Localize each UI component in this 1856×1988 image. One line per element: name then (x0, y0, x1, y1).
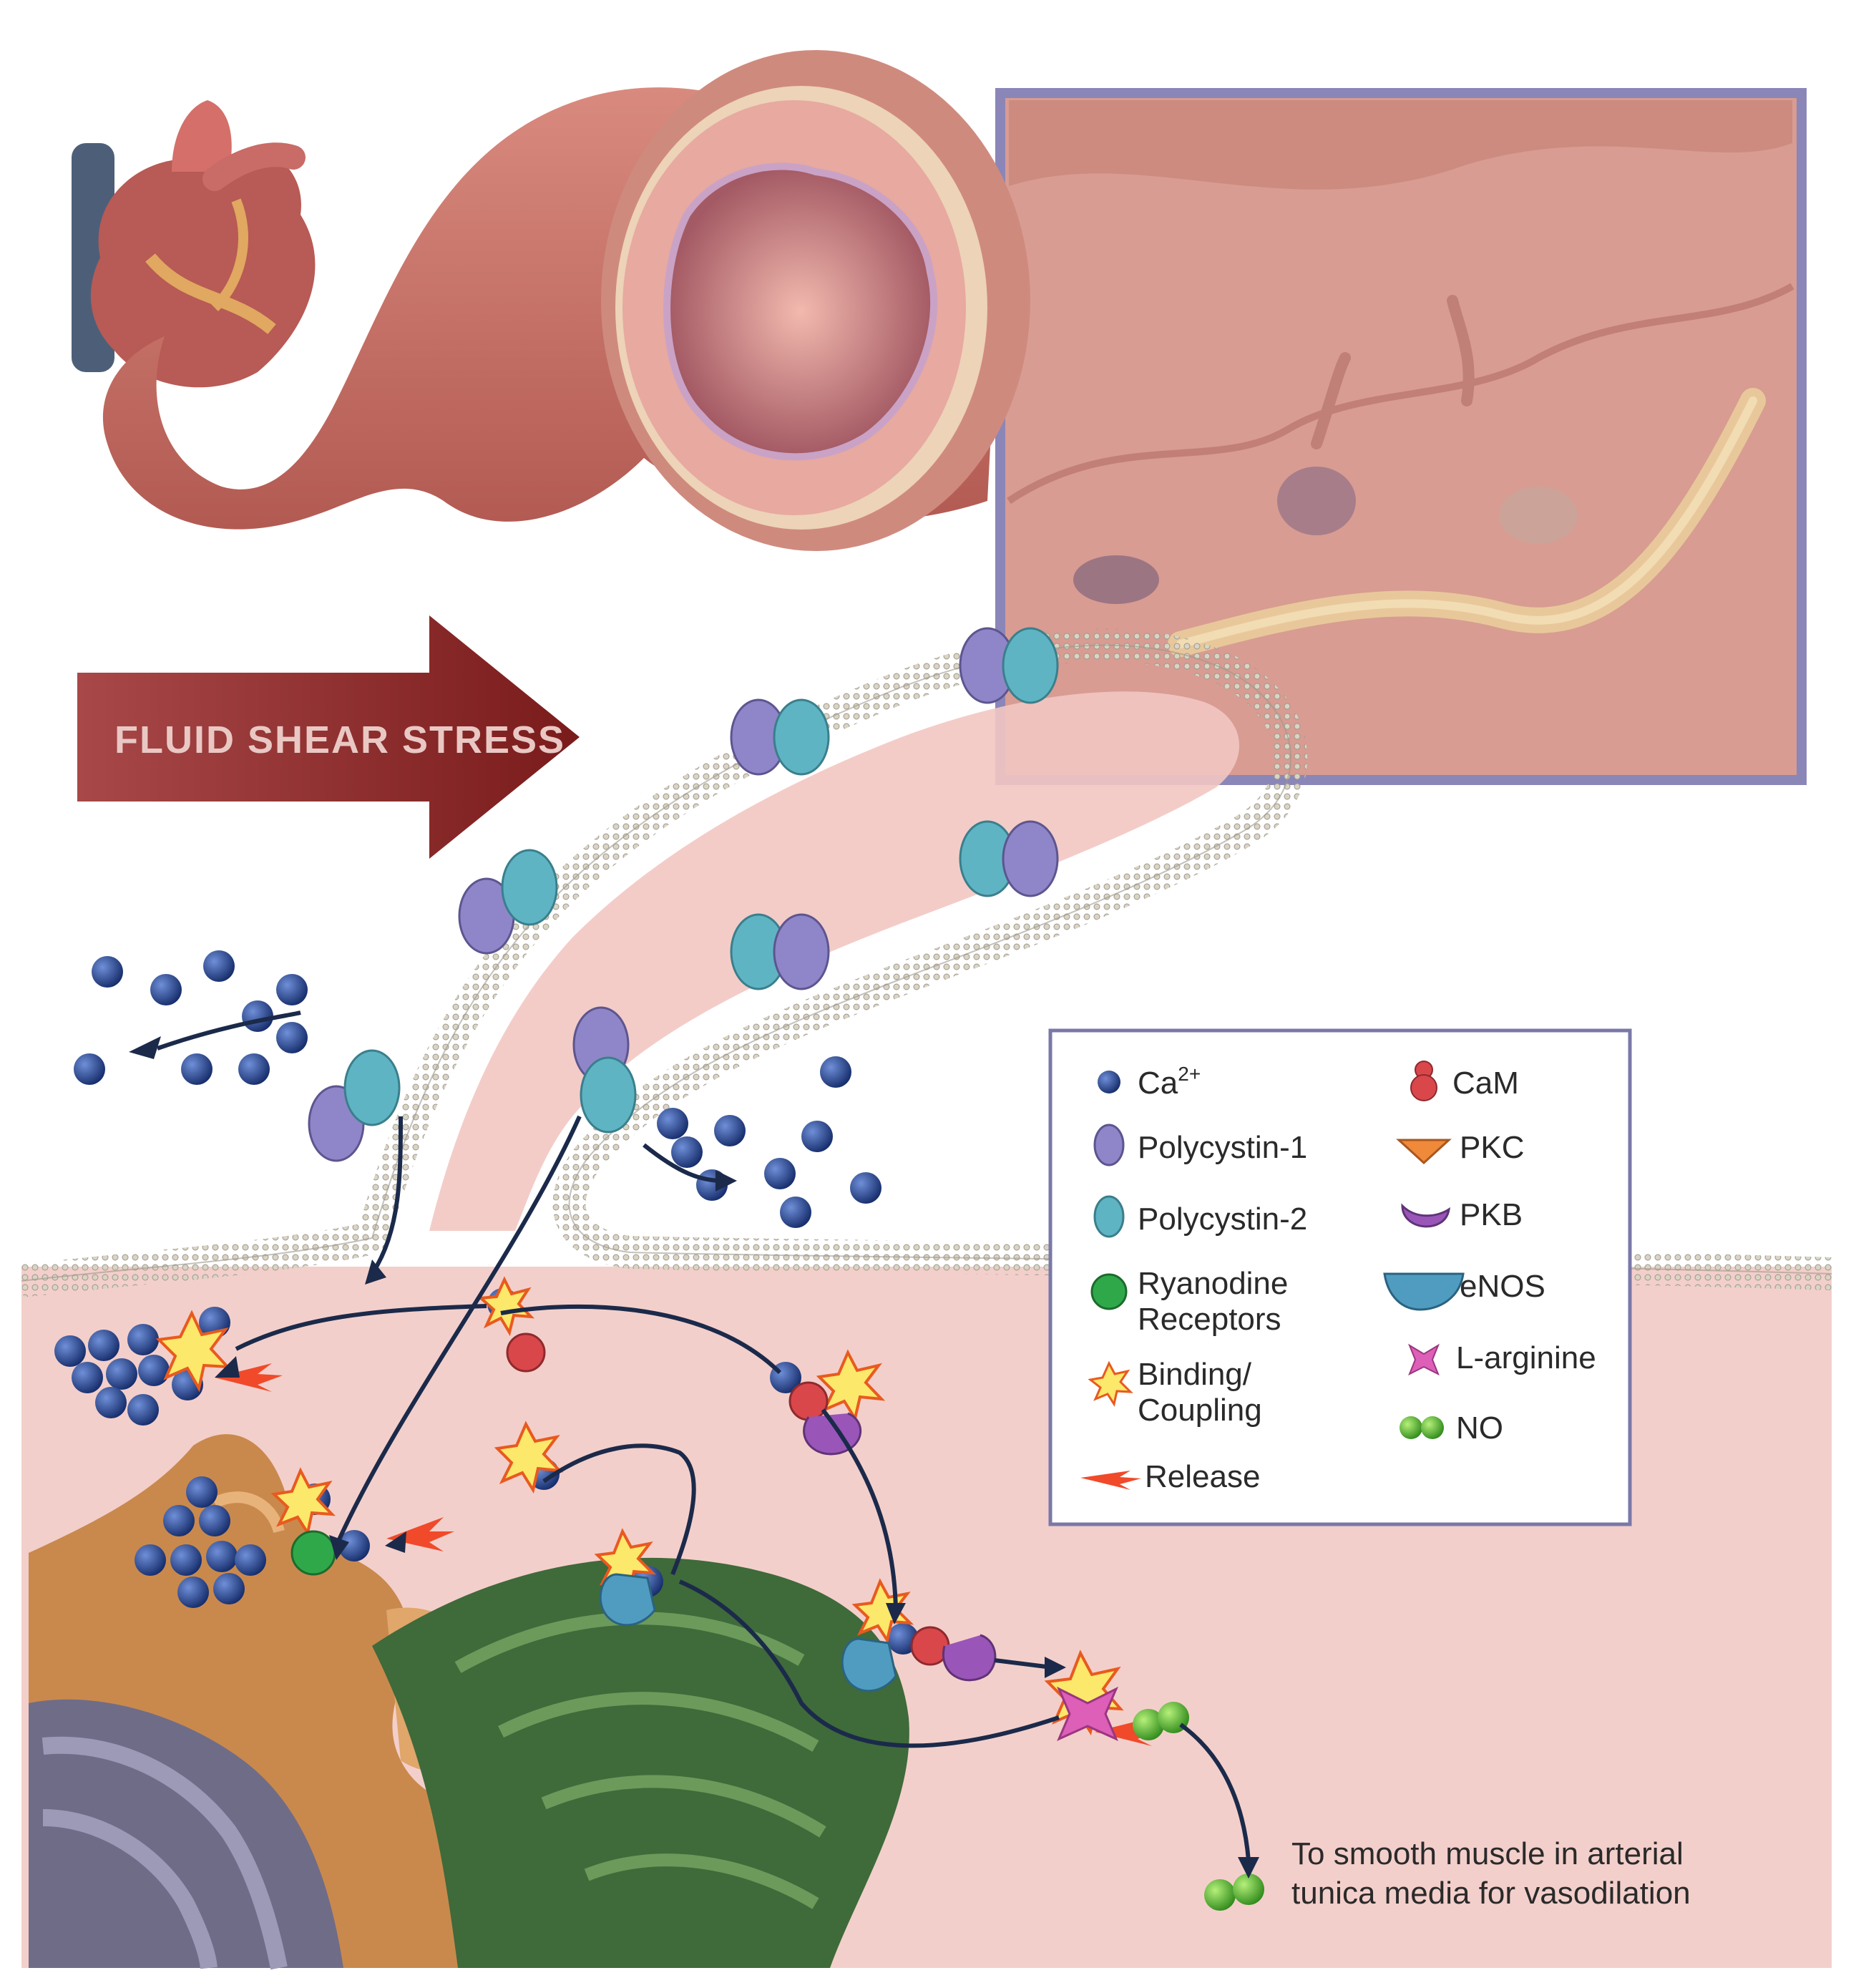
legend: Ca2+ Polycystin-1 Polycystin-2 Ryanodine… (1048, 1028, 1632, 1526)
heart-illustration (72, 100, 316, 388)
legend-label-l-arginine: L-arginine (1456, 1340, 1596, 1375)
binding-coupling-icon (1088, 1360, 1133, 1407)
polycystin-complexes (308, 627, 1059, 1162)
release-icon (1080, 1471, 1141, 1490)
pathway-arrows (157, 1010, 1251, 1861)
enos-icon (1383, 1272, 1465, 1311)
arrowheads (129, 1036, 1259, 1879)
legend-label-receptors: Receptors (1138, 1302, 1281, 1337)
ryanodine-receptor-icon (1090, 1273, 1128, 1310)
polycystin-complex (730, 698, 830, 776)
legend-label-cam: CaM (1452, 1066, 1519, 1101)
polycystin-complex (730, 913, 830, 990)
polycystin-complex (959, 627, 1059, 704)
polycystin-complex (572, 1006, 637, 1134)
legend-label-polycystin-1: Polycystin-1 (1138, 1130, 1307, 1165)
caption-line-1: To smooth muscle in arterial (1291, 1836, 1684, 1871)
legend-label-release: Release (1145, 1459, 1260, 1494)
nitric-oxide-icon (1400, 1416, 1444, 1439)
nucleus-membranes (29, 1699, 343, 1970)
calmodulin-icon (1410, 1061, 1437, 1101)
legend-label-pkc: PKC (1460, 1130, 1524, 1165)
pkc-icon (1396, 1139, 1452, 1165)
endothelium-inset (995, 88, 1807, 785)
release-flames (215, 1363, 1163, 1746)
legend-label-enos: eNOS (1460, 1269, 1545, 1304)
legend-label-ryanodine: Ryanodine (1138, 1266, 1288, 1301)
shear-stress-arrow: FLUID SHEAR STRESS (77, 615, 580, 859)
vasodilation-caption: To smooth muscle in arterial tunica medi… (1291, 1836, 1691, 1911)
polycystin-2-icon (1093, 1195, 1125, 1238)
polycystin-complex (308, 1049, 401, 1162)
legend-label-ca: Ca2+ (1138, 1063, 1201, 1101)
signaling-molecules (290, 1332, 1264, 1911)
calcium-ion-icon (1098, 1071, 1120, 1093)
polycystin-1-icon (1093, 1124, 1125, 1166)
legend-label-binding: Binding/ (1138, 1357, 1252, 1392)
caption-line-2: tunica media for vasodilation (1291, 1876, 1691, 1911)
polycystin-complex (458, 849, 558, 955)
l-arginine-icon (1407, 1343, 1440, 1376)
legend-label-coupling: Coupling (1138, 1393, 1262, 1428)
legend-label-polycystin-2: Polycystin-2 (1138, 1202, 1307, 1237)
pkb-icon (1401, 1203, 1450, 1228)
artery-vessel (102, 50, 1030, 551)
shear-stress-label: FLUID SHEAR STRESS (114, 718, 565, 761)
legend-label-no: NO (1456, 1410, 1503, 1446)
legend-label-pkb: PKB (1460, 1197, 1523, 1232)
polycystin-complex (959, 820, 1059, 897)
